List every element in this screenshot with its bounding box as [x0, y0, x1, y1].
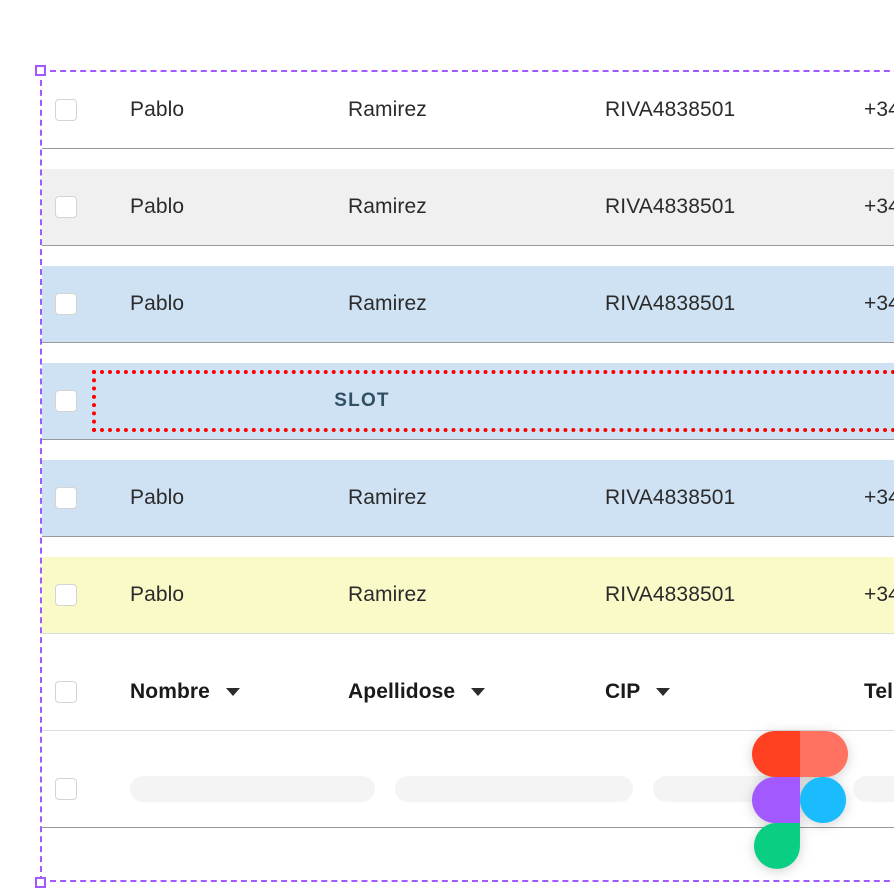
row-spacer — [42, 634, 894, 654]
slot-dotted-outline: SLOT — [92, 370, 894, 432]
slot-placeholder[interactable]: SLOT — [92, 370, 894, 432]
row-divider — [42, 342, 894, 343]
row-checkbox-cell[interactable] — [42, 778, 90, 800]
row-spacer — [42, 343, 894, 363]
table-row-slot[interactable]: SLOT — [42, 363, 894, 439]
skeleton-placeholder — [395, 776, 633, 802]
row-checkbox[interactable] — [55, 390, 77, 412]
table-row-loading — [42, 751, 894, 827]
row-spacer — [42, 246, 894, 266]
data-table: Pablo Ramirez RIVA4838501 +34 Pablo Rami… — [42, 72, 894, 848]
cell-telefono: +34 — [864, 486, 894, 509]
cell-apellido: Ramirez — [348, 98, 427, 121]
slot-label: SLOT — [334, 390, 390, 411]
row-divider — [42, 245, 894, 246]
row-checkbox[interactable] — [55, 99, 77, 121]
figma-logo-purple — [752, 777, 800, 823]
row-divider — [42, 536, 894, 537]
row-divider — [42, 827, 894, 828]
cell-nombre: Pablo — [130, 486, 185, 509]
selection-handle-bottom-left[interactable] — [35, 877, 46, 888]
cell-cip: RIVA4838501 — [605, 98, 736, 121]
cell-apellido: Ramirez — [348, 486, 427, 509]
cell-nombre: Pablo — [130, 195, 185, 218]
cell-cip: RIVA4838501 — [605, 583, 736, 606]
row-checkbox-cell[interactable] — [42, 390, 90, 412]
column-header-cip[interactable]: CIP — [605, 680, 864, 704]
row-spacer — [42, 149, 894, 169]
figma-logo-green — [754, 823, 800, 869]
cell-telefono: +34 — [864, 583, 894, 606]
cell-telefono: +34 — [864, 195, 894, 218]
cell-apellido: Ramirez — [348, 292, 427, 315]
table-row[interactable]: Pablo Ramirez RIVA4838501 +34 — [42, 72, 894, 148]
cell-cip: RIVA4838501 — [605, 292, 736, 315]
row-spacer — [42, 828, 894, 848]
cell-nombre: Pablo — [130, 98, 185, 121]
cell-apellido: Ramirez — [348, 583, 427, 606]
row-divider — [42, 439, 894, 440]
cell-nombre: Pablo — [130, 292, 185, 315]
column-header-label: Tel — [864, 680, 894, 703]
row-checkbox[interactable] — [55, 584, 77, 606]
column-header-telefono[interactable]: Tel — [864, 680, 894, 704]
select-all-checkbox[interactable] — [55, 681, 77, 703]
cell-telefono: +34 — [864, 292, 894, 315]
row-checkbox-cell[interactable] — [42, 293, 90, 315]
cell-apellido: Ramirez — [348, 195, 427, 218]
chevron-down-icon[interactable] — [656, 688, 671, 696]
row-checkbox[interactable] — [55, 293, 77, 315]
chevron-down-icon[interactable] — [225, 688, 240, 696]
table-row[interactable]: Pablo Ramirez RIVA4838501 +34 — [42, 460, 894, 536]
column-header-nombre[interactable]: Nombre — [90, 680, 348, 704]
row-checkbox[interactable] — [55, 487, 77, 509]
column-header-label: Apellidose — [348, 680, 456, 703]
table-header-row: Nombre Apellidose CIP Tel — [42, 654, 894, 730]
row-checkbox-cell[interactable] — [42, 196, 90, 218]
row-spacer — [42, 731, 894, 751]
row-checkbox[interactable] — [55, 196, 77, 218]
cell-cip: RIVA4838501 — [605, 486, 736, 509]
row-divider — [42, 633, 894, 634]
row-spacer — [42, 537, 894, 557]
column-header-label: CIP — [605, 680, 641, 703]
cell-cip: RIVA4838501 — [605, 195, 736, 218]
cell-nombre: Pablo — [130, 583, 185, 606]
figma-logo-orange-right — [800, 731, 848, 777]
select-all-checkbox-cell[interactable] — [42, 681, 90, 703]
cell-telefono: +34 — [864, 98, 894, 121]
row-checkbox[interactable] — [55, 778, 77, 800]
column-header-apellido[interactable]: Apellidose — [348, 680, 605, 704]
row-divider — [42, 148, 894, 149]
skeleton-placeholder — [853, 776, 894, 802]
chevron-down-icon[interactable] — [471, 688, 486, 696]
column-header-label: Nombre — [130, 680, 210, 703]
figma-logo-orange-left — [752, 731, 800, 777]
skeleton-placeholder — [130, 776, 375, 802]
row-checkbox-cell[interactable] — [42, 487, 90, 509]
table-row[interactable]: Pablo Ramirez RIVA4838501 +34 — [42, 266, 894, 342]
figma-logo — [752, 731, 848, 869]
row-checkbox-cell[interactable] — [42, 584, 90, 606]
row-divider — [42, 730, 894, 731]
row-spacer — [42, 440, 894, 460]
table-row[interactable]: Pablo Ramirez RIVA4838501 +34 — [42, 557, 894, 633]
selection-handle-top-left[interactable] — [35, 65, 46, 76]
figma-logo-blue — [800, 777, 846, 823]
row-checkbox-cell[interactable] — [42, 99, 90, 121]
table-row[interactable]: Pablo Ramirez RIVA4838501 +34 — [42, 169, 894, 245]
